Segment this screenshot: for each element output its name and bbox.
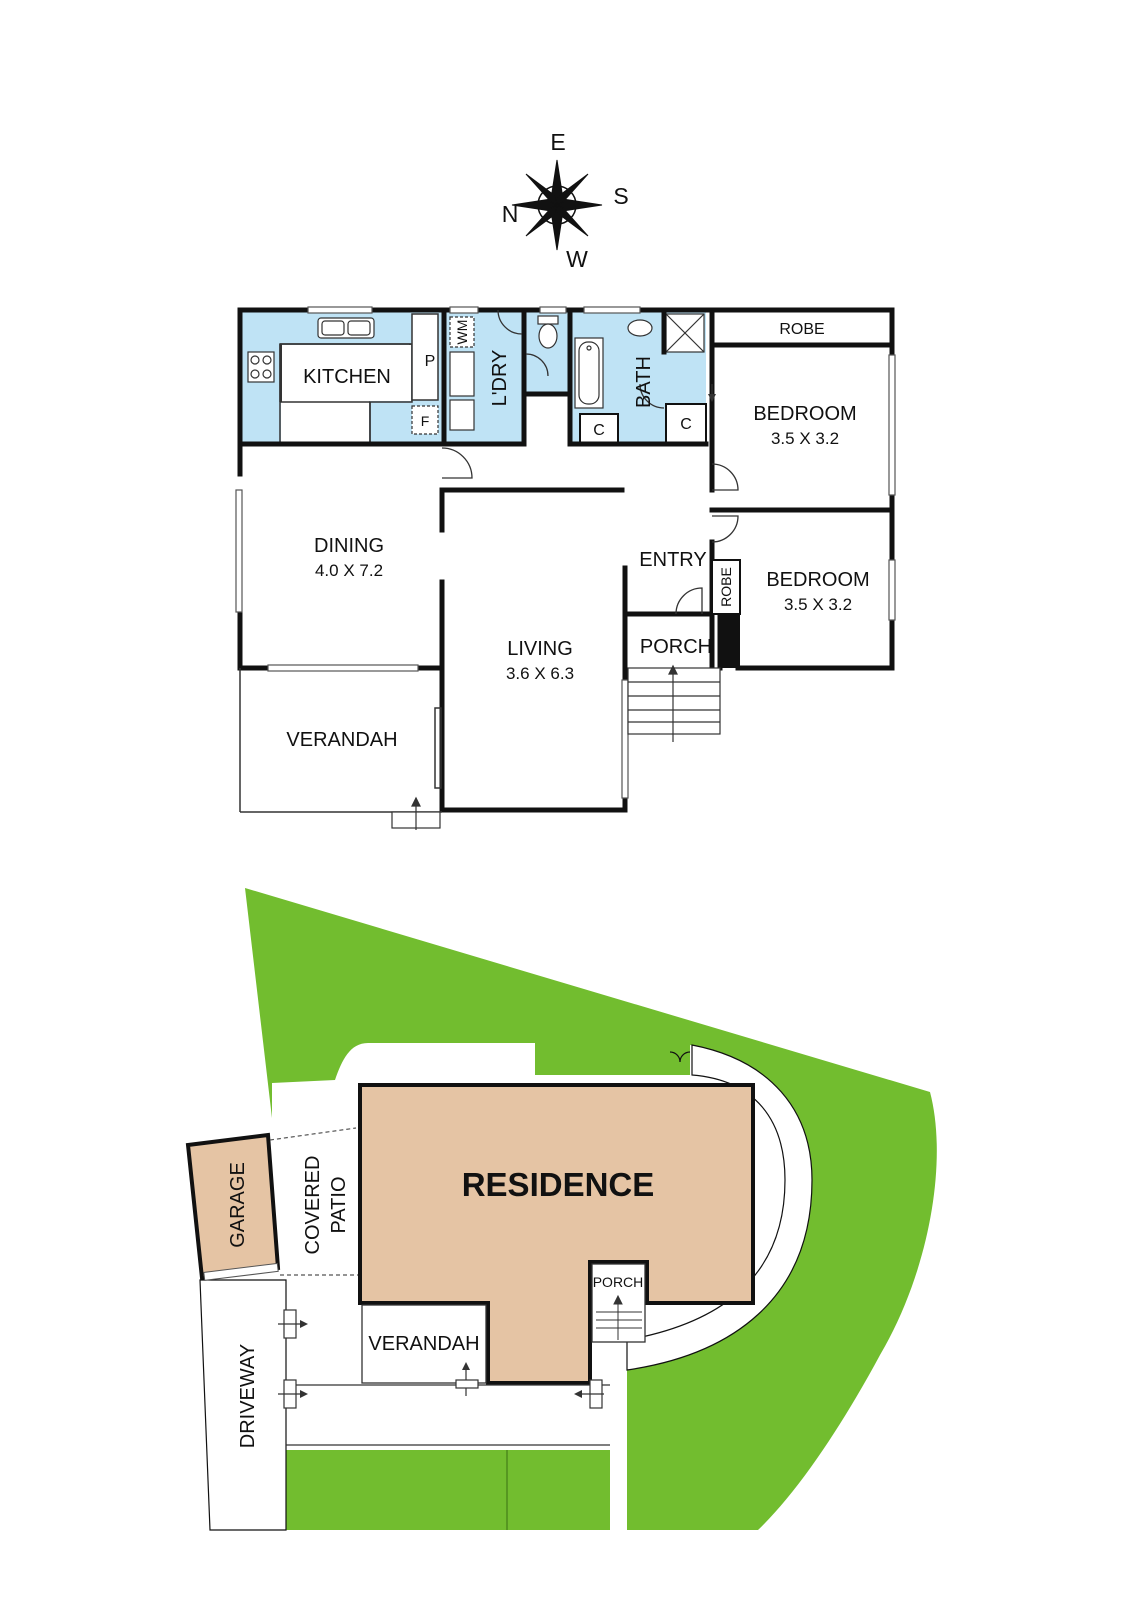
bath-cupboard-label: C	[593, 422, 605, 439]
living-label: LIVING	[507, 638, 573, 660]
site-arrows	[300, 1320, 582, 1398]
compass-east-label: E	[550, 129, 565, 155]
bedroom2-size: 3.5 X 3.2	[784, 595, 852, 614]
site-porch-steps	[596, 1294, 642, 1340]
compass-north-label: N	[502, 201, 519, 227]
residence-building	[358, 1083, 755, 1385]
pantry-label: P	[425, 353, 436, 370]
porch-label: PORCH	[640, 636, 712, 658]
lawn-area	[245, 888, 937, 1530]
site-plan: RESIDENCE GARAGE COVERED PATIO DRIVEWAY …	[185, 888, 937, 1531]
compass-west-label: W	[566, 246, 588, 272]
robe-arrow-icon	[708, 384, 716, 402]
hall-cupboard-label: C	[680, 416, 692, 433]
fridge-space	[411, 405, 439, 435]
covered-patio-line2: PATIO	[328, 1176, 350, 1233]
shower-icon	[665, 313, 705, 353]
verandah-label: VERANDAH	[286, 729, 397, 751]
bathtub-icon	[574, 337, 604, 409]
fridge-label: F	[421, 413, 430, 429]
bedroom2-label: BEDROOM	[766, 569, 869, 591]
bedroom1-label: BEDROOM	[753, 403, 856, 425]
covered-patio-line1: COVERED	[302, 1156, 324, 1255]
toilet-icon	[537, 315, 559, 349]
front-path	[278, 1309, 610, 1446]
cooktop-icon	[247, 351, 275, 383]
porch-steps	[627, 664, 721, 742]
garage-label: GARAGE	[227, 1162, 249, 1248]
gate-icon	[669, 1051, 691, 1063]
basin-icon	[627, 319, 653, 337]
lawn-front	[286, 1450, 610, 1530]
windows	[235, 306, 896, 799]
verandah-steps	[391, 796, 441, 830]
side-robe-label: ROBE	[718, 567, 734, 607]
kitchen-label: KITCHEN	[303, 366, 391, 388]
pantry-cabinet	[411, 313, 439, 401]
driveway-label: DRIVEWAY	[237, 1344, 259, 1448]
site-verandah-label: VERANDAH	[368, 1333, 479, 1355]
entry-label: ENTRY	[639, 549, 706, 571]
doors	[441, 309, 739, 615]
washing-machine-icon	[449, 316, 475, 431]
side-path	[626, 1044, 813, 1371]
porch-pillar	[720, 614, 740, 668]
compass-rose: E S W N	[502, 129, 629, 272]
compass-star-icon	[511, 159, 603, 251]
driveway-area	[199, 1279, 287, 1531]
bath-label: BATH	[633, 356, 655, 408]
patio-outline	[269, 1127, 360, 1276]
sink-icon	[317, 317, 375, 339]
dining-label: DINING	[314, 535, 384, 557]
compass-south-label: S	[613, 183, 628, 209]
site-porch-label: PORCH	[593, 1274, 644, 1290]
robe-top-label: ROBE	[779, 321, 824, 338]
washing-machine-label: WM	[454, 320, 470, 345]
laundry-label: L'DRY	[489, 350, 511, 407]
floor-plan: KITCHEN P F WM L'DRY BATH C C ROBE BEDRO…	[235, 306, 896, 830]
dining-size: 4.0 X 7.2	[315, 561, 383, 580]
residence-label: RESIDENCE	[462, 1166, 655, 1203]
living-size: 3.6 X 6.3	[506, 664, 574, 683]
bedroom1-size: 3.5 X 3.2	[771, 429, 839, 448]
